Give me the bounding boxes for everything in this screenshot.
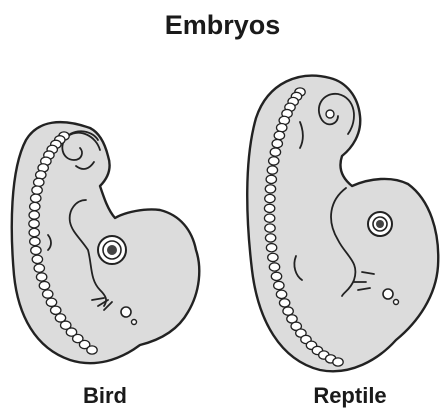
- bird-embryo-drawing: [12, 122, 199, 363]
- reptile-somite: [265, 234, 275, 242]
- bird-somite: [29, 228, 39, 236]
- bird-somite: [29, 220, 39, 228]
- reptile-somite: [283, 307, 293, 315]
- bird-somite: [32, 186, 42, 194]
- bird-somite: [32, 255, 42, 263]
- bird-somite: [29, 211, 39, 219]
- bird-somite: [36, 273, 46, 281]
- reptile-somite: [265, 194, 275, 202]
- reptile-ear-small: [394, 300, 399, 305]
- reptile-somite: [270, 148, 280, 156]
- bird-somite: [31, 194, 41, 202]
- bird-eye-pupil: [107, 245, 117, 255]
- bird-somite: [30, 202, 40, 210]
- bird-somite: [39, 281, 49, 289]
- reptile-somite: [266, 175, 276, 183]
- reptile-somite: [276, 290, 286, 298]
- reptile-somite: [268, 253, 278, 261]
- bird-somite: [34, 178, 44, 186]
- reptile-somite: [269, 157, 279, 165]
- reptile-somite: [277, 124, 287, 132]
- reptile-somite: [265, 224, 275, 232]
- reptile-somite: [266, 244, 276, 252]
- bird-ear-small: [132, 320, 137, 325]
- reptile-label: Reptile: [275, 383, 425, 409]
- reptile-eye-pupil: [376, 220, 384, 228]
- reptile-embryo-drawing: [247, 76, 438, 372]
- bird-somite: [87, 346, 97, 354]
- reptile-somite: [264, 204, 274, 212]
- reptile-somite: [271, 272, 281, 280]
- reptile-somite: [269, 263, 279, 271]
- reptile-embryo-body: [247, 76, 438, 372]
- reptile-somite: [272, 139, 282, 147]
- reptile-somite: [265, 185, 275, 193]
- reptile-somite: [264, 214, 274, 222]
- bird-somite: [30, 237, 40, 245]
- reptile-somite: [333, 358, 343, 366]
- bird-somite: [43, 290, 53, 298]
- reptile-somite: [279, 299, 289, 307]
- reptile-ear-vesicle: [383, 289, 393, 299]
- bird-somite: [51, 306, 61, 314]
- bird-label: Bird: [40, 383, 170, 409]
- bird-ear-vesicle: [121, 307, 131, 317]
- reptile-somite: [274, 281, 284, 289]
- reptile-curl-eye: [326, 110, 334, 118]
- bird-somite: [46, 298, 56, 306]
- bird-somite: [34, 264, 44, 272]
- reptile-somite: [274, 131, 284, 139]
- reptile-somite: [267, 166, 277, 174]
- bird-somite: [31, 246, 41, 254]
